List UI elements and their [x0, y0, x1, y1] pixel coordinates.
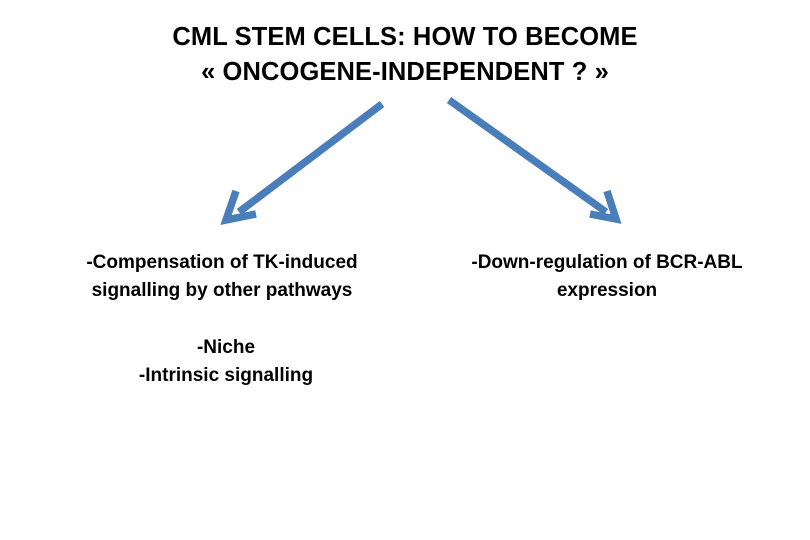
text-block-downregulation-line-1: -Down-regulation of BCR-ABL [471, 252, 743, 273]
arrow-down-left-shaft [236, 101, 385, 215]
arrow-down-left-head [220, 189, 257, 225]
arrow-down-right [446, 96, 622, 224]
text-block-niche-line-1: -Niche [196, 337, 256, 358]
text-block-compensation: -Compensation of TK-induced signalling b… [22, 249, 422, 305]
arrow-down-right-head [589, 189, 622, 224]
text-block-niche-line-2: -Intrinsic signalling [138, 365, 314, 386]
page-title-line-2: « ONCOGENE-INDEPENDENT ? » [201, 58, 609, 86]
text-block-downregulation: -Down-regulation of BCR-ABL expression [412, 249, 802, 305]
arrow-down-right-shaft [446, 96, 609, 216]
page-title: CML STEM CELLS: HOW TO BECOME « ONCOGENE… [55, 20, 755, 90]
page-title-line-1: CML STEM CELLS: HOW TO BECOME [172, 23, 638, 51]
arrow-down-left [220, 101, 385, 225]
text-block-downregulation-line-2: expression [556, 280, 658, 301]
text-block-niche: -Niche -Intrinsic signalling [50, 334, 402, 390]
text-block-compensation-line-1: -Compensation of TK-induced [86, 252, 358, 273]
text-block-compensation-line-2: signalling by other pathways [91, 280, 353, 301]
